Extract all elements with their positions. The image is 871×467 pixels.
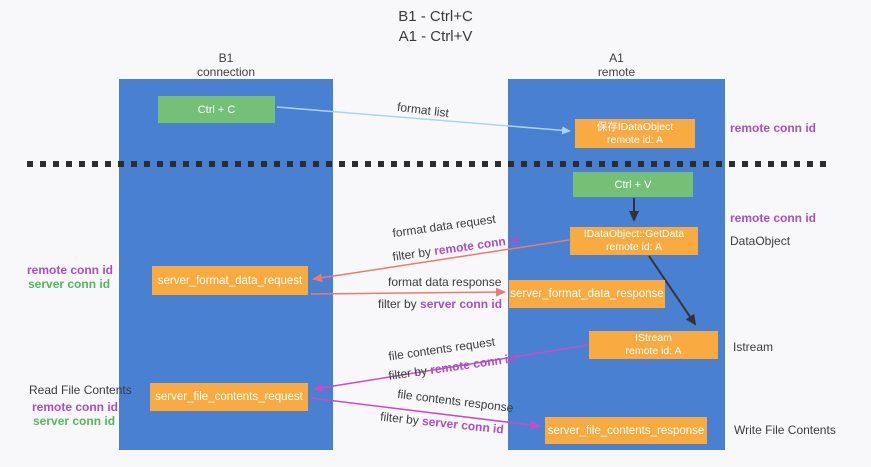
node-ctrl-c-label: Ctrl + C — [197, 103, 236, 116]
title-line-1: B1 - Ctrl+C — [398, 8, 473, 25]
node-server-file-contents-response: server_file_contents_response — [545, 417, 707, 444]
lane-header-a1: A1 remote — [508, 51, 725, 79]
arrow-file-contents-response — [310, 397, 541, 430]
annotation-remote-conn-id-top: remote conn id — [730, 121, 817, 135]
node-ctrl-v: Ctrl + V — [573, 172, 693, 197]
node-idataobject-getdata: IDataObject::GetData remote id: A — [570, 227, 698, 255]
lane-a1-sub: remote — [597, 65, 636, 79]
node-server-file-contents-response-label: server_file_contents_response — [547, 424, 705, 437]
filter-by-text: filter by — [378, 297, 421, 311]
arrow-format-data-request — [312, 239, 570, 283]
node-save-idataobject-line1: 保存IDataObject — [596, 120, 674, 133]
node-server-format-data-response-label: server_format_data_response — [510, 288, 664, 300]
annotation-left-server-conn-id-1: server conn id — [28, 277, 111, 291]
node-istream-line2: remote id: A — [625, 345, 682, 357]
annotation-left-server-conn-id-2: server conn id — [33, 414, 116, 428]
arrow-format-data-response — [310, 287, 506, 297]
node-server-format-data-request-label: server_format_data_request — [157, 274, 303, 287]
annotation-dataobject: DataObject — [730, 234, 791, 248]
node-save-idataobject: 保存IDataObject remote id: A — [575, 119, 695, 148]
node-server-format-data-response: server_format_data_response — [509, 280, 665, 308]
annotation-remote-conn-id-mid: remote conn id — [730, 211, 817, 225]
lane-a1-name: A1 — [609, 51, 624, 65]
node-idataobject-getdata-line1: IDataObject::GetData — [583, 228, 685, 240]
node-istream: IStream remote id: A — [589, 331, 718, 359]
lane-header-b1: B1 connection — [119, 51, 333, 79]
node-save-idataobject-line2: remote id: A — [606, 133, 664, 146]
node-server-file-contents-request-label: server_file_contents_request — [155, 391, 303, 403]
title-line-2: A1 - Ctrl+V — [398, 28, 473, 45]
annotation-left-remote-conn-id-1: remote conn id — [27, 263, 114, 277]
arrow-getdata-to-istream — [648, 255, 697, 326]
annotation-write-file-contents: Write File Contents — [734, 423, 836, 437]
node-server-format-data-request: server_format_data_request — [152, 266, 308, 295]
label-filter-by-server-1: filter by server conn id — [378, 297, 502, 311]
node-ctrl-c: Ctrl + C — [158, 96, 275, 123]
node-idataobject-getdata-line2: remote id: A — [605, 241, 663, 253]
arrow-file-contents-request — [313, 344, 589, 393]
arrow-format-list — [276, 106, 571, 135]
diagram-title: B1 - Ctrl+C A1 - Ctrl+V — [0, 7, 871, 47]
annotation-left-remote-conn-id-2: remote conn id — [32, 400, 119, 414]
server-conn-id-text: server conn id — [420, 297, 503, 311]
node-istream-line1: IStream — [635, 332, 672, 344]
annotation-istream: Istream — [733, 340, 774, 354]
label-format-data-response: format data response — [388, 275, 502, 289]
node-ctrl-v-label: Ctrl + V — [614, 178, 652, 191]
node-server-file-contents-request: server_file_contents_request — [150, 383, 308, 411]
annotation-read-file-contents: Read File Contents — [29, 383, 132, 397]
lane-b1-sub: connection — [196, 65, 256, 79]
lane-b1-name: B1 — [218, 51, 234, 65]
